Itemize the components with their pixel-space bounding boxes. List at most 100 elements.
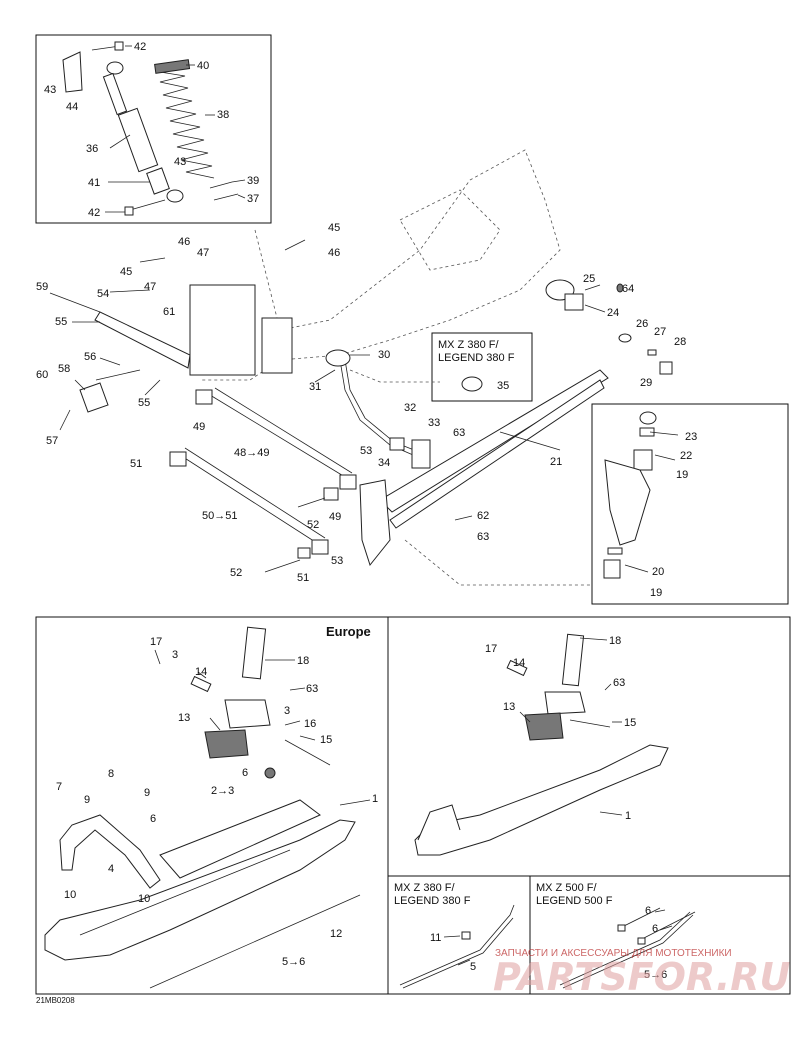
label: 3 [172,649,178,661]
shock-absorber-inset: 42 40 43 44 38 36 43 41 39 42 37 [35,34,272,224]
label: 18 [609,635,621,647]
label: 25 [583,273,595,285]
label: 17 [150,636,162,648]
label: 53 [360,445,372,457]
label: 61 [163,306,175,318]
label: 59 [36,281,48,293]
label: 30 [378,349,390,361]
label: 8 [108,768,114,780]
label: 47 [197,247,209,259]
watermark-logo: PARTSFOR.RU [493,955,791,999]
label: 60 [36,369,48,381]
label: 64 [622,283,634,295]
panel-title: MX Z 380 F/ [394,882,455,894]
bushing [195,389,213,405]
label: 31 [309,381,321,393]
runner-500-panel: MX Z 500 F/ LEGEND 500 F 6 6 5→6 [529,875,791,995]
label: 18 [297,655,309,667]
label: 10 [138,893,150,905]
label: 14 [513,657,525,669]
panel-subtitle: LEGEND 380 F [394,895,471,907]
mounting-plate [94,311,191,369]
label: 48→49 [234,447,269,459]
label: 41 [88,177,100,189]
label: 55 [55,316,67,328]
trailing-arm [379,369,609,513]
runner-500-frame [529,875,791,995]
label: 24 [607,307,619,319]
label: 16 [304,718,316,730]
label: 39 [247,175,259,187]
label: 33 [428,417,440,429]
label: 23 [685,431,697,443]
label: 15 [320,734,332,746]
label: 29 [640,377,652,389]
label: 9 [84,794,90,806]
label: 55 [138,397,150,409]
label: 3 [284,705,290,717]
label: 52 [307,519,319,531]
main-assembly: MX Z 380 F/ LEGEND 380 F 45 46 46 47 [36,149,789,605]
label: 5→6 [282,956,305,968]
label: 27 [654,326,666,338]
label: 63 [453,427,465,439]
label: 6 [652,923,658,935]
radius-rod-lower [179,454,321,546]
label: 1 [625,810,631,822]
label: 13 [503,701,515,713]
watermark-caption: ЗАПЧАСТИ И АКСЕССУАРЫ ДЛЯ МОТОТЕХНИКИ [495,948,732,959]
label: 37 [247,193,259,205]
spring [154,59,215,179]
label: 28 [674,336,686,348]
label: 51 [130,458,142,470]
label: 63 [306,683,318,695]
label: 21 [550,456,562,468]
label: 45 [328,222,340,234]
label: 46 [178,236,190,248]
inset-frame [35,34,272,224]
runner [149,894,361,989]
watermark: ЗАПЧАСТИ И АКСЕССУАРЫ ДЛЯ МОТОТЕХНИКИ PA… [493,948,791,999]
label: 1 [372,793,378,805]
label: 13 [178,712,190,724]
label: 47 [144,281,156,293]
label: 42 [88,207,100,219]
callout-subtitle: LEGEND 380 F [438,352,515,364]
ski-handle [59,814,161,889]
label: 5→6 [644,969,667,981]
label: 11 [430,932,441,944]
label: 4 [108,863,114,875]
callout-title: MX Z 380 F/ [438,339,499,351]
label: 49 [329,511,341,523]
radius-rod-upper [209,394,351,481]
label: 56 [84,351,96,363]
label: 57 [46,435,58,447]
wheel-hub [261,317,293,374]
label: 38 [217,109,229,121]
label: 53 [331,555,343,567]
panel-subtitle: LEGEND 500 F [536,895,613,907]
cushion [524,712,564,741]
label: 62 [477,510,489,522]
chassis-outline [200,149,561,381]
label: 63 [477,531,489,543]
label: 44 [66,101,78,113]
label: 17 [485,643,497,655]
label: 50→51 [202,510,237,522]
label: 5 [470,961,476,973]
panel-title: Europe [326,624,371,639]
bracket [62,51,83,93]
label: 43 [44,84,56,96]
label: 14 [195,666,207,678]
label: 43 [174,156,186,168]
spindle-housing [604,459,651,546]
label: 42 [134,41,146,53]
label: 12 [330,928,342,940]
label: 6 [242,767,248,779]
callout-box [431,332,533,402]
spindle [241,626,267,680]
label: 15 [624,717,636,729]
label: 45 [120,266,132,278]
label: 10 [64,889,76,901]
